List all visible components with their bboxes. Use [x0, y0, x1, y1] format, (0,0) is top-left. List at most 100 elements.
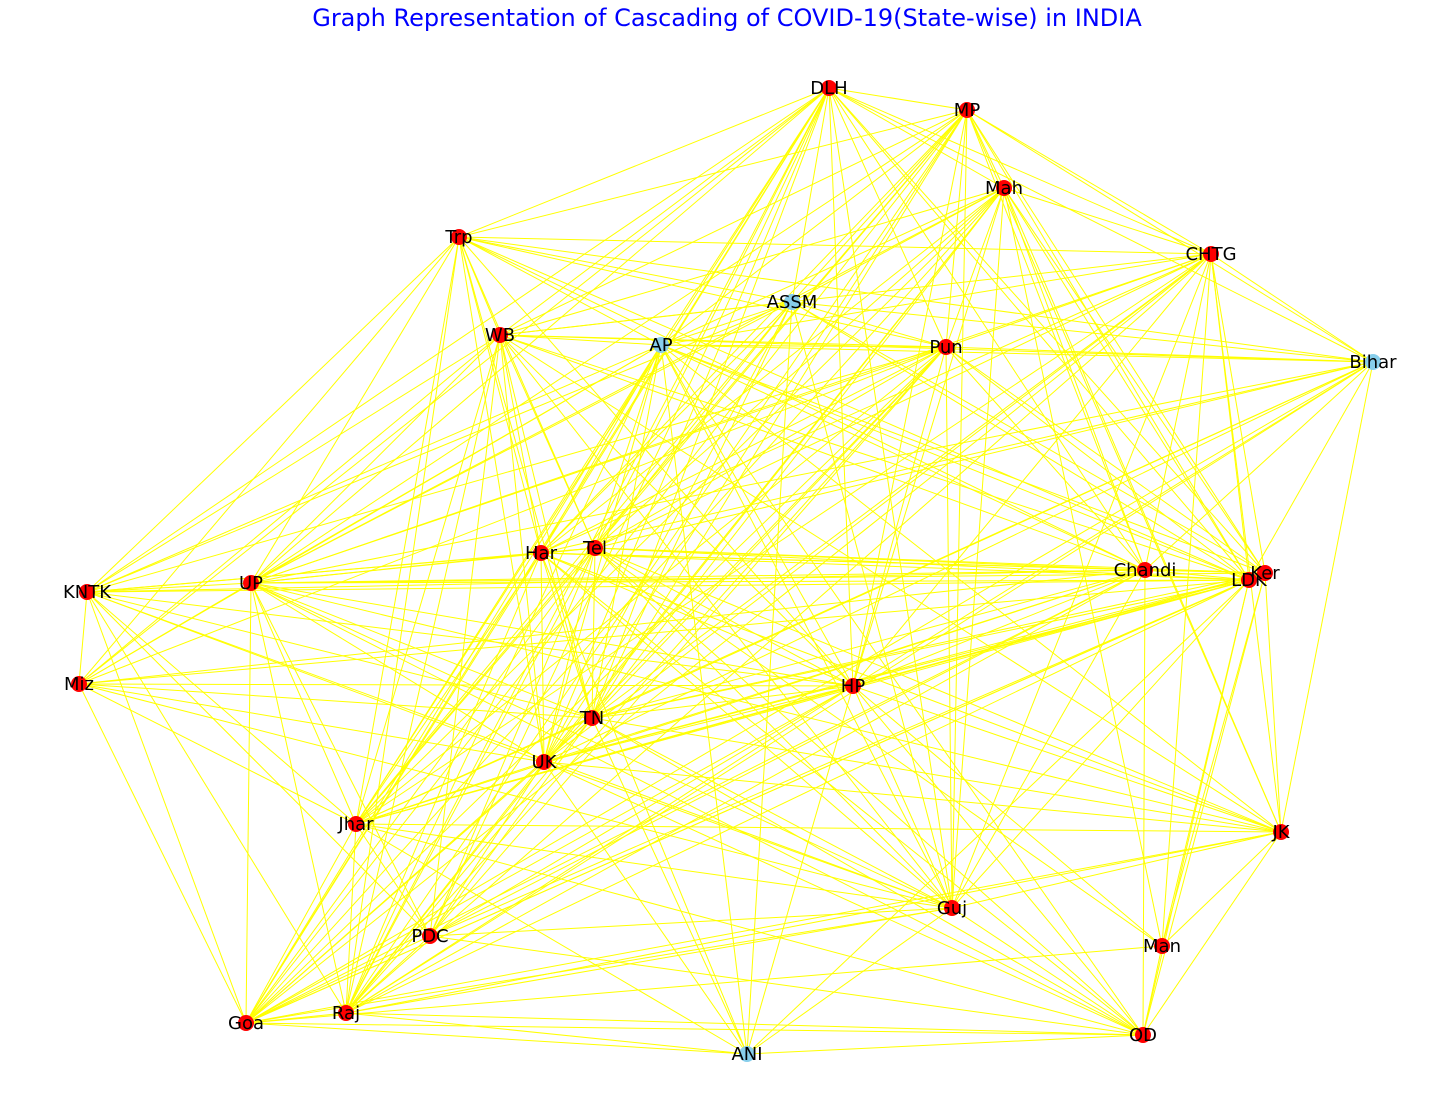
- edge-Mah-CHTG: [1003, 187, 1212, 255]
- edge-Raj-OD: [345, 1012, 1144, 1036]
- edge-Mah-HP: [852, 187, 1005, 687]
- edge-MP-Trp: [458, 109, 968, 238]
- edge-LDK-Man: [1161, 579, 1250, 947]
- edge-Mah-ASSM: [791, 187, 1005, 303]
- node-label-Raj: Raj: [332, 1003, 360, 1024]
- edge-AP-Tel: [594, 344, 662, 549]
- graph-title: Graph Representation of Cascading of COV…: [312, 4, 1142, 32]
- edge-Tel-Raj: [345, 547, 596, 1014]
- edge-HP-Man: [852, 685, 1163, 947]
- edge-WB-LDK: [499, 334, 1250, 581]
- node-marker-OD: [1135, 1027, 1151, 1043]
- edge-UK-Raj: [345, 761, 545, 1014]
- edge-ASSM-Pun: [791, 301, 947, 348]
- node-Guj: Guj: [937, 898, 967, 919]
- edge-Tel-TN: [591, 547, 596, 719]
- edge-Man-Goa: [245, 945, 1163, 1024]
- edge-Guj-Raj: [345, 907, 953, 1014]
- node-Pun: Pun: [929, 337, 962, 358]
- edge-LDK-UP: [250, 579, 1250, 584]
- node-marker-Ker: [1257, 565, 1273, 581]
- edge-ASSM-Guj: [791, 301, 953, 909]
- node-label-HP: HP: [841, 676, 866, 697]
- edge-AP-OD: [660, 344, 1144, 1036]
- edge-HP-TN: [591, 685, 854, 719]
- edge-Har-Guj: [540, 552, 953, 909]
- edge-MP-ASSM: [791, 109, 968, 303]
- edge-CHTG-AP: [660, 253, 1212, 346]
- node-label-ANI: ANI: [731, 1044, 762, 1065]
- node-marker-MP: [959, 102, 975, 118]
- node-label-OD: OD: [1129, 1025, 1157, 1046]
- node-label-Har: Har: [525, 543, 558, 564]
- node-Har: Har: [525, 543, 558, 564]
- edge-Jhar-JK: [355, 823, 1282, 833]
- edge-MP-Guj: [951, 109, 968, 909]
- edge-Chandi-LDK: [1144, 569, 1250, 581]
- node-label-Chandi: Chandi: [1114, 560, 1177, 581]
- edge-Ker-UK: [543, 572, 1266, 763]
- edge-WB-Miz: [78, 334, 501, 685]
- edge-AP-Har: [540, 344, 662, 554]
- edge-WB-UP: [250, 334, 501, 584]
- node-label-Trp: Trp: [444, 227, 472, 248]
- edge-MP-Goa: [245, 109, 968, 1024]
- edge-DLH-LDK: [828, 87, 1250, 581]
- edge-Chandi-OD: [1142, 569, 1146, 1036]
- node-marker-CHTG: [1203, 246, 1219, 262]
- edge-Bihar-Tel: [594, 361, 1374, 549]
- edge-CHTG-UK: [543, 253, 1212, 763]
- node-HP: HP: [841, 676, 866, 697]
- edge-HP-Guj: [852, 685, 953, 909]
- edge-UK-JK: [543, 761, 1282, 833]
- node-DLH: DLH: [810, 78, 847, 99]
- node-marker-Chandi: [1137, 562, 1153, 578]
- edge-CHTG-HP: [852, 253, 1212, 687]
- edge-Guj-Goa: [245, 907, 953, 1024]
- edge-Mah-Raj: [345, 187, 1005, 1014]
- edge-Miz-Goa: [78, 683, 247, 1024]
- node-label-AP: AP: [649, 335, 672, 356]
- edge-DLH-ASSM: [791, 87, 830, 303]
- edge-Bihar-UP: [250, 361, 1374, 584]
- node-label-JK: JK: [1271, 822, 1290, 843]
- node-Jhar: Jhar: [337, 814, 374, 835]
- edge-TN-Jhar: [355, 717, 593, 825]
- edge-HP-UK: [543, 685, 854, 763]
- edge-UP-Guj: [250, 582, 953, 909]
- edge-Trp-Pun: [458, 236, 947, 348]
- edge-Mah-Goa: [245, 187, 1005, 1024]
- edge-AP-HP: [660, 344, 854, 687]
- edge-PDC-Raj: [345, 935, 431, 1014]
- edge-ASSM-LDK: [791, 301, 1250, 581]
- edge-AP-Jhar: [355, 344, 662, 825]
- node-marker-TN: [584, 710, 600, 726]
- node-marker-ANI: [739, 1046, 755, 1062]
- edge-LDK-Guj: [951, 579, 1250, 909]
- edge-DLH-HP: [828, 87, 854, 687]
- edge-WB-Har: [499, 334, 542, 554]
- edge-TN-OD: [591, 717, 1144, 1036]
- edge-Har-Raj: [345, 552, 542, 1014]
- edge-AP-Ker: [660, 344, 1266, 574]
- node-marker-AP: [653, 337, 669, 353]
- edge-Tel-HP: [594, 547, 854, 687]
- edge-KNTK-Guj: [86, 591, 953, 909]
- edge-UK-Goa: [245, 761, 545, 1024]
- edge-CHTG-Ker: [1210, 253, 1266, 574]
- edge-Mah-Man: [1003, 187, 1163, 947]
- edge-KNTK-Raj: [86, 591, 347, 1014]
- node-marker-Jhar: [348, 816, 364, 832]
- node-Goa: Goa: [228, 1013, 264, 1034]
- edge-DLH-Pun: [828, 87, 947, 348]
- edge-ASSM-Bihar: [791, 301, 1374, 363]
- node-Raj: Raj: [332, 1003, 360, 1024]
- node-marker-Tel: [587, 540, 603, 556]
- edge-Tel-Man: [594, 547, 1163, 947]
- edge-UK-PDC: [429, 761, 545, 937]
- edge-WB-Tel: [499, 334, 596, 549]
- edge-Chandi-UP: [250, 569, 1146, 584]
- node-label-Pun: Pun: [929, 337, 962, 358]
- node-marker-WB: [492, 327, 508, 343]
- edge-JK-Raj: [345, 831, 1282, 1014]
